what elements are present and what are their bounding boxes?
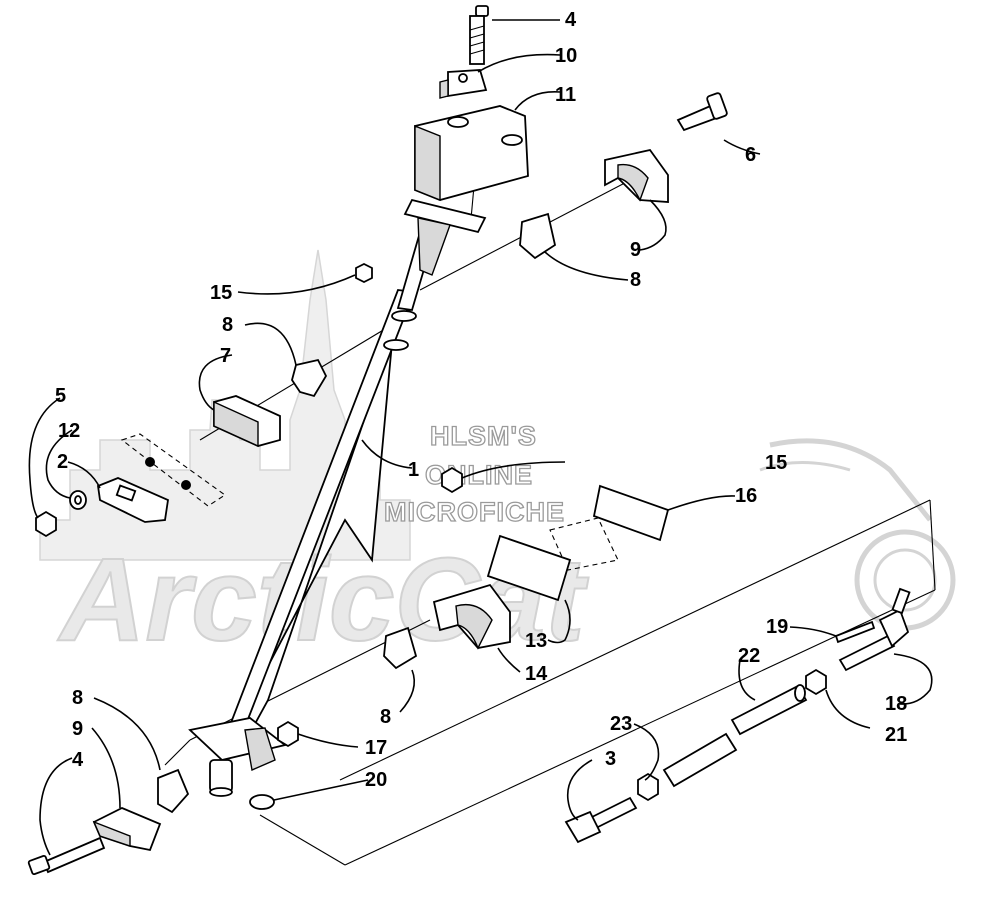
nut-5 [35, 510, 57, 538]
label-6: 6 [745, 144, 756, 166]
bushing-8-right [519, 212, 557, 260]
block-11 [414, 105, 529, 202]
label-13: 13 [525, 630, 547, 652]
nut-15-left [355, 262, 373, 284]
plate-2-dashed [120, 433, 226, 507]
label-9-bl: 9 [72, 718, 83, 740]
block-7 [213, 395, 281, 448]
watermark-line-3: MICROFICHE [384, 497, 565, 527]
watermark-snowmobile [759, 438, 956, 631]
tube-22 [730, 684, 808, 736]
bolt-4-bl [27, 836, 106, 875]
cotter-pin-19 [834, 620, 876, 644]
label-14: 14 [525, 663, 548, 685]
label-17: 17 [365, 737, 387, 759]
label-8-low: 8 [380, 706, 391, 728]
bracket-9-bl [92, 807, 162, 852]
bushing-8-bl [157, 768, 190, 814]
label-23: 23 [610, 713, 632, 735]
bolt-6 [676, 92, 728, 132]
plate-13 [486, 534, 572, 602]
label-18: 18 [885, 693, 907, 715]
bushing-8-mid [291, 358, 328, 398]
nut-15-right [441, 466, 463, 494]
bushing-8-low [383, 626, 418, 670]
part-labels: 4 10 11 6 9 8 15 8 7 5 12 2 1 15 16 13 1… [55, 9, 907, 791]
label-9-top: 9 [630, 239, 641, 261]
label-10: 10 [555, 45, 577, 67]
label-8-mid: 8 [222, 314, 233, 336]
label-21: 21 [885, 724, 907, 746]
label-8-right: 8 [630, 269, 641, 291]
bolt-4-top [469, 5, 489, 65]
label-22: 22 [738, 645, 760, 667]
plate-16 [592, 484, 670, 542]
label-2: 2 [57, 451, 68, 473]
label-12: 12 [58, 420, 80, 442]
label-7: 7 [220, 345, 231, 367]
leader-lines [28, 19, 933, 856]
nut-21 [805, 668, 827, 696]
label-4-top: 4 [565, 9, 577, 31]
nut-17 [277, 720, 299, 748]
bracket-14 [432, 583, 511, 650]
tie-rod-end-18 [838, 587, 911, 672]
tie-rod-end-3 [564, 796, 638, 844]
label-20: 20 [365, 769, 387, 791]
tie-rod-tube [662, 732, 738, 788]
label-1: 1 [408, 459, 419, 481]
bracket-9-top [604, 148, 669, 203]
bracket-2 [97, 477, 169, 523]
washer-12 [69, 490, 87, 510]
washer-20 [249, 794, 275, 810]
label-16: 16 [735, 485, 757, 507]
watermark-line-1: HLSM'S [430, 421, 537, 451]
label-5: 5 [55, 385, 66, 407]
label-3: 3 [605, 748, 616, 770]
label-15-right: 15 [765, 452, 787, 474]
clamp-10 [439, 69, 488, 99]
steering-post [188, 198, 487, 797]
label-15-left: 15 [210, 282, 232, 304]
label-19: 19 [766, 616, 788, 638]
label-8-bl: 8 [72, 687, 83, 709]
nut-23 [637, 772, 659, 802]
label-11: 11 [555, 84, 576, 106]
label-4-bl: 4 [72, 749, 84, 771]
